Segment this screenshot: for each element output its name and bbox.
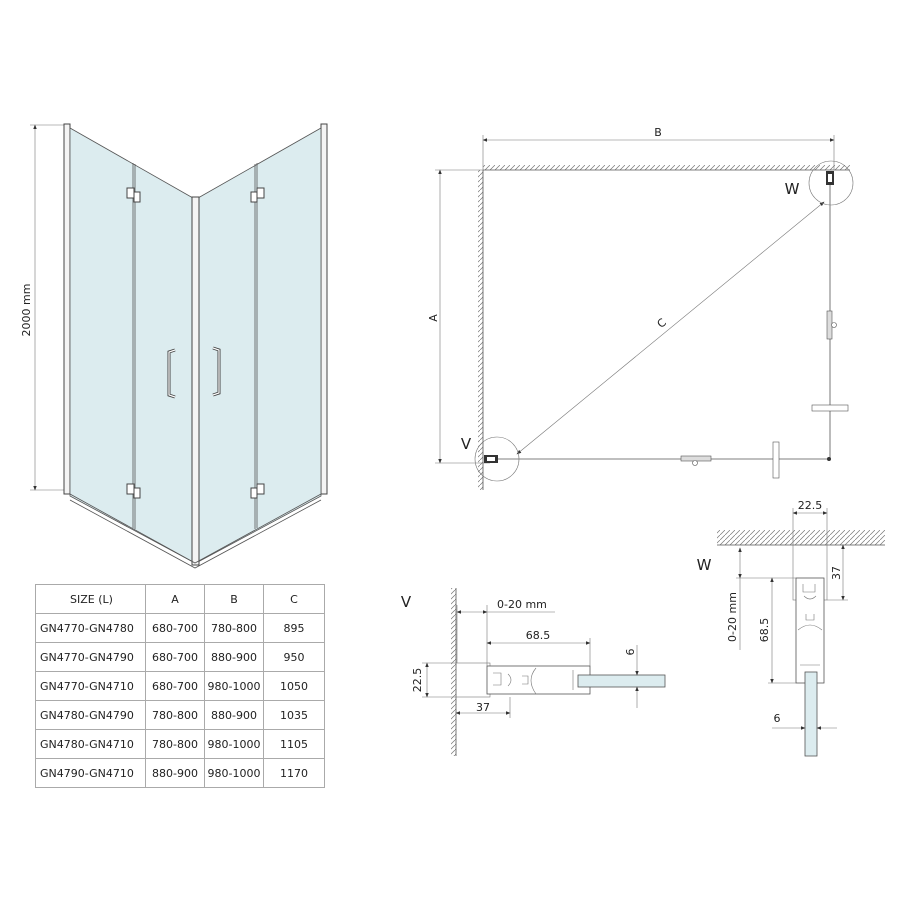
- cell-c: 1035: [263, 700, 325, 730]
- header-size: SIZE (L): [35, 584, 146, 614]
- dimension-b-label: B: [654, 126, 662, 139]
- cell-size: GN4780-GN4790: [35, 700, 146, 730]
- cell-size: GN4790-GN4710: [35, 758, 146, 788]
- cell-size: GN4770-GN4780: [35, 613, 146, 643]
- cell-b: 980-1000: [204, 758, 264, 788]
- table-header-row: SIZE (L) A B C: [35, 584, 325, 614]
- cell-b: 980-1000: [204, 729, 264, 759]
- corner-profile: [191, 196, 200, 566]
- door-handle-plan: [772, 441, 780, 479]
- v-depth-dimension: 68.5: [526, 629, 551, 642]
- height-label: 2000 mm: [20, 284, 33, 337]
- dimension-a-label: A: [427, 314, 440, 322]
- w-gap-dimension: 0-20 mm: [726, 592, 739, 642]
- cell-b: 780-800: [204, 613, 264, 643]
- shower-enclosure-view: 2000 mm: [20, 123, 328, 569]
- detail-w: W 22.5 37 0-20 mm 68.5 6: [697, 499, 885, 757]
- cell-size: GN4780-GN4710: [35, 729, 146, 759]
- w-wall-dimension: 37: [830, 566, 843, 580]
- dimension-c-line: [516, 201, 825, 455]
- w-glass-dimension: 6: [774, 712, 781, 725]
- detail-v-title: V: [401, 593, 412, 611]
- detail-w-title: W: [697, 556, 712, 574]
- plan-view: B A C V W: [427, 126, 854, 490]
- header-c: C: [263, 584, 325, 614]
- cell-c: 1105: [263, 729, 325, 759]
- detail-v-marker-label: V: [461, 435, 472, 453]
- v-width-dimension: 22.5: [411, 668, 424, 693]
- cell-c: 1170: [263, 758, 325, 788]
- cell-a: 680-700: [145, 642, 205, 672]
- glass-section: [804, 671, 818, 757]
- detail-w-marker: [808, 160, 854, 206]
- v-wall-dimension: 37: [476, 701, 490, 714]
- detail-w-marker-label: W: [785, 180, 800, 198]
- cell-size: GN4770-GN4790: [35, 642, 146, 672]
- dimension-c-label: C: [655, 316, 669, 331]
- v-gap-dimension: 0-20 mm: [497, 598, 547, 611]
- header-a: A: [145, 584, 205, 614]
- hinge-icon: [126, 187, 141, 203]
- cell-c: 950: [263, 642, 325, 672]
- cell-b: 880-900: [204, 642, 264, 672]
- cell-b: 980-1000: [204, 671, 264, 701]
- top-wall-hatch: [483, 165, 850, 170]
- cell-c: 895: [263, 613, 325, 643]
- v-glass-dimension: 6: [624, 649, 637, 656]
- right-wall-profile: [320, 123, 328, 495]
- left-wall-profile: [63, 123, 71, 495]
- detail-v: V 0-20 mm 68.5 37 22.5 6: [401, 588, 666, 756]
- cell-b: 880-900: [204, 700, 264, 730]
- cell-a: 780-800: [145, 700, 205, 730]
- cell-c: 1050: [263, 671, 325, 701]
- hinge-icon: [126, 483, 141, 499]
- w-depth-dimension: 68.5: [758, 618, 771, 643]
- profile-v: [486, 665, 591, 695]
- cell-a: 780-800: [145, 729, 205, 759]
- glass-section: [577, 674, 666, 688]
- w-width-dimension: 22.5: [798, 499, 823, 512]
- hinge-icon: [250, 483, 265, 499]
- profile-w: [795, 577, 825, 684]
- detail-v-marker: [474, 436, 520, 482]
- door-handle-plan: [811, 404, 849, 412]
- cell-a: 680-700: [145, 671, 205, 701]
- cell-a: 680-700: [145, 613, 205, 643]
- hinge-icon: [250, 187, 265, 203]
- cell-a: 880-900: [145, 758, 205, 788]
- header-b: B: [204, 584, 264, 614]
- left-wall-hatch: [478, 170, 483, 490]
- cell-size: GN4770-GN4710: [35, 671, 146, 701]
